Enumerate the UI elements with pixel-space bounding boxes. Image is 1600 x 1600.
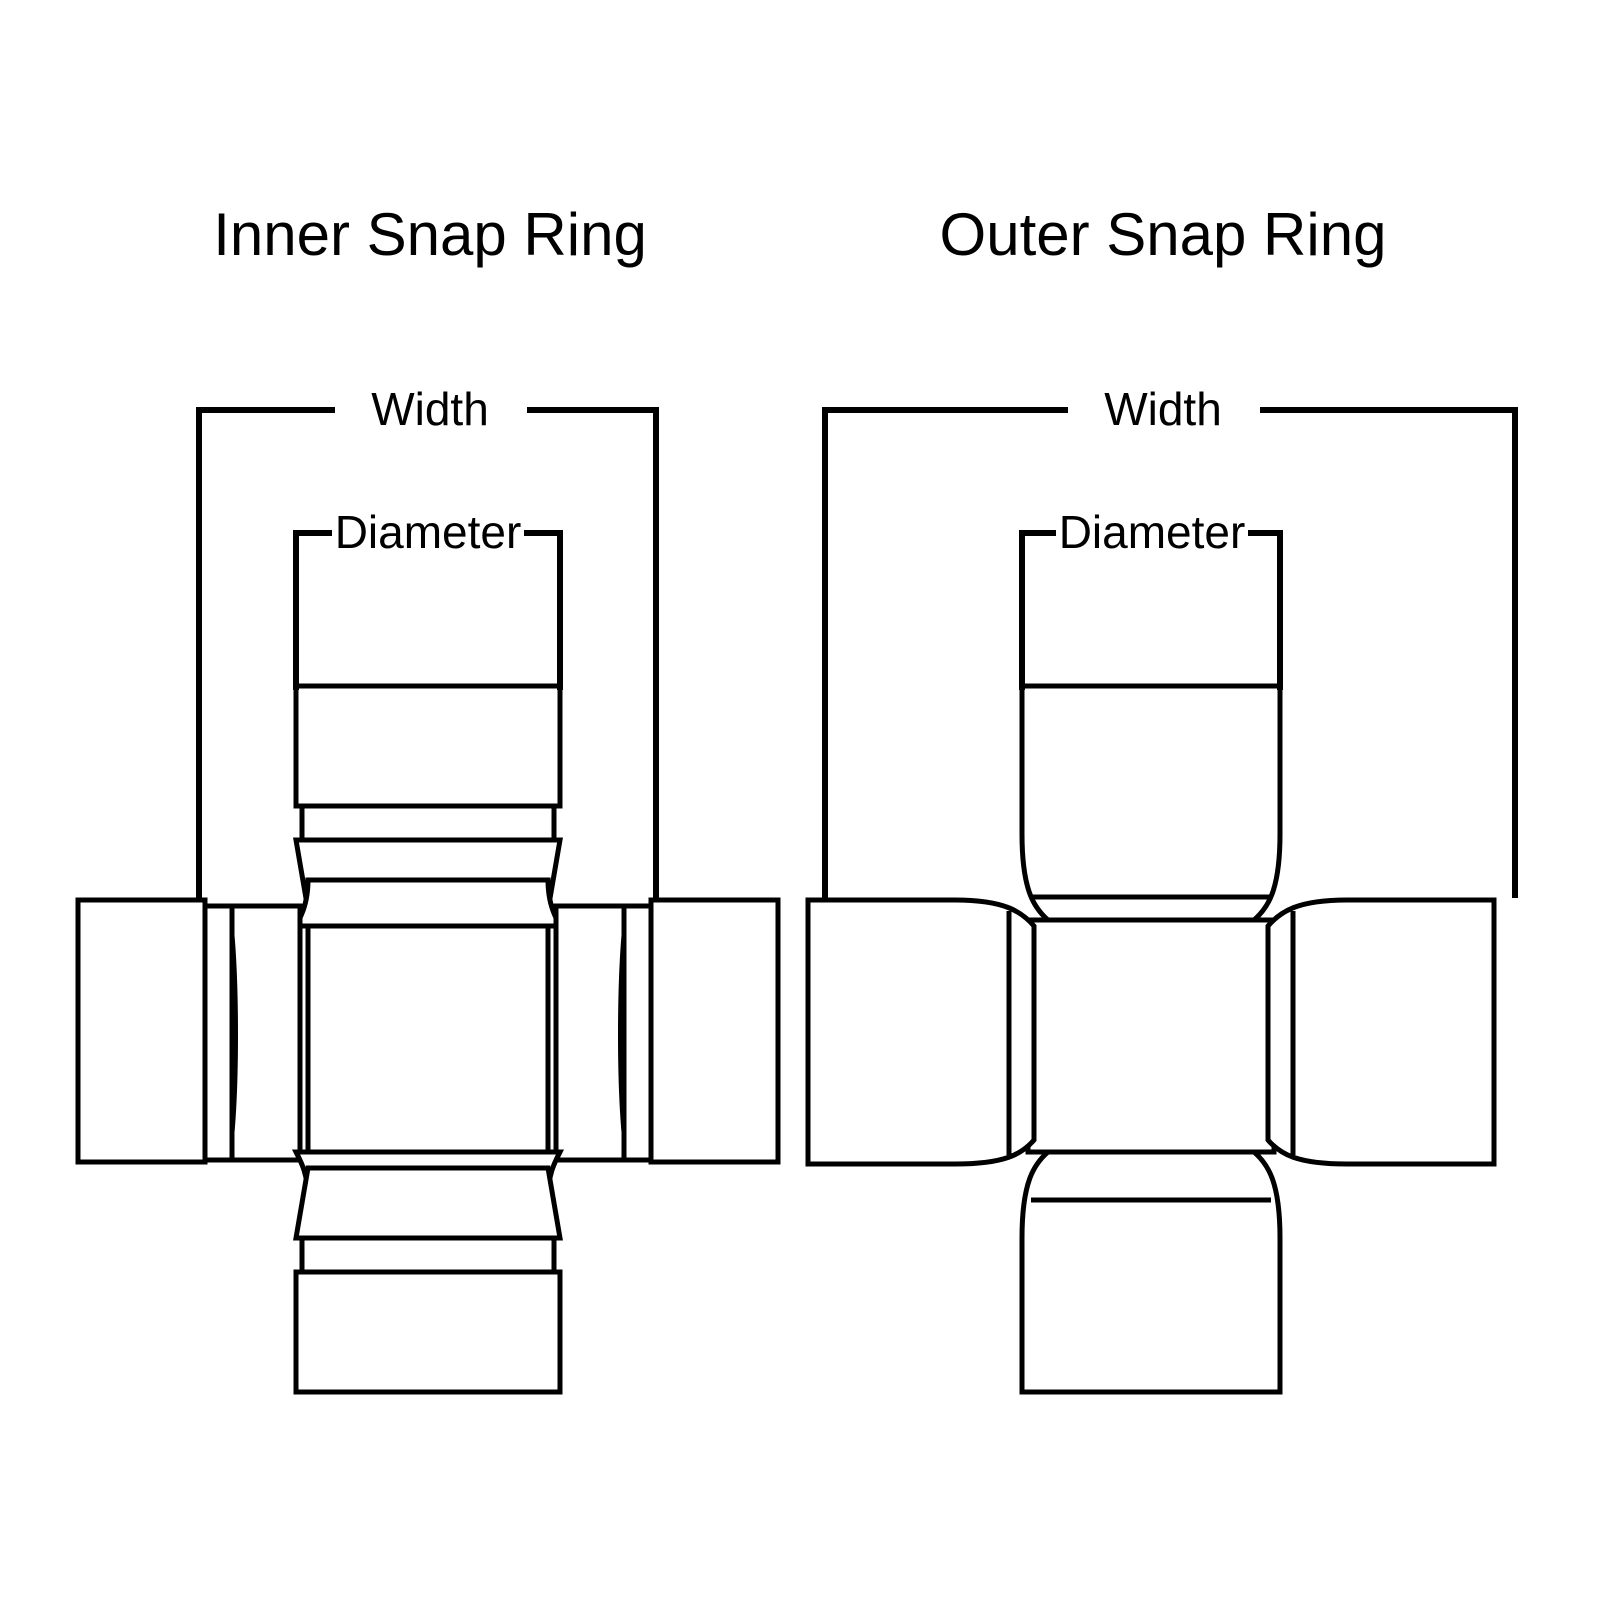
left-cap-body-outer	[805, 897, 1037, 1167]
right-cap-flare-inner	[553, 903, 632, 1163]
top-cap-neck-inner	[291, 877, 565, 929]
top-cap-body-outer	[1019, 683, 1283, 923]
right-cap-groove-inner	[621, 903, 654, 1163]
bottom-cap-outer-band-inner	[293, 1269, 563, 1395]
panel-title-outer: Outer Snap Ring	[940, 201, 1387, 268]
width-dimension-outer: Width	[822, 383, 1518, 898]
bottom-cap-body-outer	[1019, 1149, 1283, 1395]
diameter-bracket-right-inner	[524, 530, 563, 690]
width-label-inner: Width	[371, 383, 489, 435]
ujoint-drawing-outer	[805, 683, 1497, 1395]
cross-body-outer	[1025, 917, 1277, 1155]
right-cap-body-inner	[648, 897, 781, 1165]
left-cap-groove-inner	[202, 903, 235, 1163]
width-bracket-left-outer	[822, 407, 1068, 898]
top-cap-groove-inner	[299, 803, 557, 843]
panel-outer-snap-ring: Outer Snap Ring	[805, 201, 1518, 1395]
diameter-bracket-right-outer	[1248, 530, 1283, 690]
bottom-cap-shoulder-inner	[293, 1165, 563, 1241]
diameter-dimension-inner: Diameter	[293, 506, 563, 690]
width-bracket-left-inner	[196, 407, 335, 898]
diameter-bracket-left-outer	[1019, 530, 1056, 690]
ujoint-drawing-inner	[75, 683, 781, 1395]
panel-inner-snap-ring: Inner Snap Ring	[75, 201, 781, 1395]
panel-title-inner: Inner Snap Ring	[213, 201, 647, 268]
width-dimension-inner: Width	[196, 383, 659, 898]
right-cap-body-outer	[1265, 897, 1497, 1167]
cross-body-inner	[305, 923, 551, 1155]
top-cap-outer-band-inner	[293, 683, 563, 809]
width-bracket-right-outer	[1260, 407, 1518, 898]
diameter-label-inner: Diameter	[335, 506, 522, 558]
left-cap-flare-inner	[224, 903, 303, 1163]
diameter-dimension-outer: Diameter	[1019, 506, 1283, 690]
diameter-bracket-left-inner	[293, 530, 332, 690]
diameter-label-outer: Diameter	[1059, 506, 1246, 558]
width-bracket-right-inner	[527, 407, 659, 898]
width-label-outer: Width	[1104, 383, 1222, 435]
left-cap-body-inner	[75, 897, 208, 1165]
bottom-cap-groove-inner	[299, 1235, 557, 1275]
